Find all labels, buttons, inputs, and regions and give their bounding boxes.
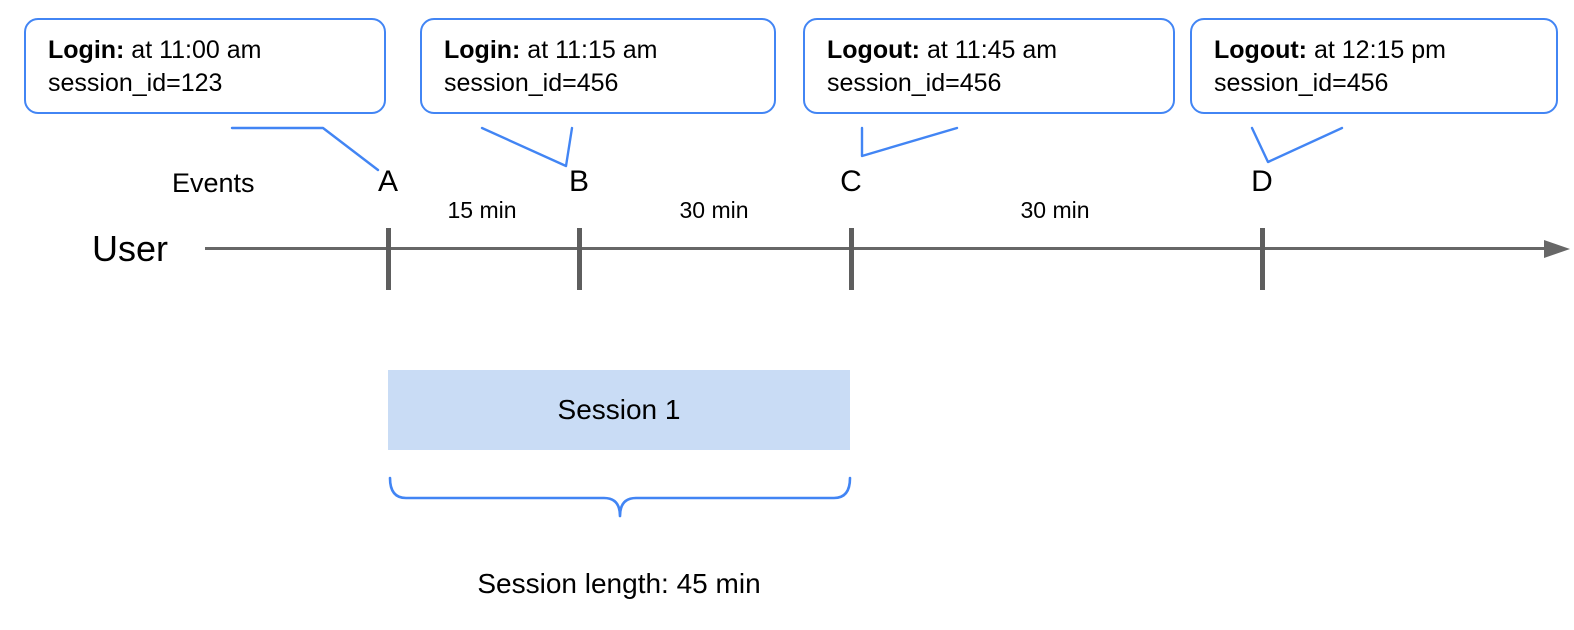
callout-d-session: session_id=456 [1214,69,1389,97]
interval-label-cd: 30 min [1020,197,1090,223]
callout-c-time: at 11:45 am [920,36,1058,64]
callout-b-line1: Login: at 11:15 am [444,34,758,67]
callout-c-line1: Logout: at 11:45 am [827,34,1157,67]
events-row-label: Events [172,168,255,198]
callout-b-time: at 11:15 am [520,36,658,64]
marker-label-c: C [840,165,862,198]
callout-b-session: session_id=456 [444,69,619,97]
callout-b-type: Login: [444,36,521,64]
callout-tail-d [1250,126,1344,164]
timeline-axis [205,247,1550,250]
marker-label-d: D [1251,165,1273,198]
callout-d-type: Logout: [1214,36,1308,64]
session-brace [388,476,852,518]
callout-c-type: Logout: [827,36,921,64]
tick-a [386,228,391,290]
callout-c-session: session_id=456 [827,69,1002,97]
tick-c [849,228,854,290]
callout-a-time: at 11:00 am [124,36,262,64]
callout-d-time: at 12:15 pm [1307,36,1446,64]
user-row-label: User [92,228,169,269]
callout-tail-c [860,126,959,158]
callout-event-d: Logout: at 12:15 pm session_id=456 [1190,18,1558,114]
tick-b [577,228,582,290]
callout-d-line1: Logout: at 12:15 pm [1214,34,1540,67]
tick-d [1260,228,1265,290]
callout-event-c: Logout: at 11:45 am session_id=456 [803,18,1175,114]
session-length-caption: Session length: 45 min [477,568,761,599]
callout-a-line1: Login: at 11:00 am [48,34,368,67]
marker-label-a: A [377,165,398,198]
session-bar: Session 1 [388,370,850,450]
interval-label-ab: 15 min [447,197,517,223]
callout-a-session: session_id=123 [48,69,223,97]
marker-label-b: B [568,165,589,198]
callout-event-a: Login: at 11:00 am session_id=123 [24,18,386,114]
callout-tail-a [230,126,380,172]
callout-event-b: Login: at 11:15 am session_id=456 [420,18,776,114]
callout-tail-b [480,126,574,168]
interval-label-bc: 30 min [679,197,749,223]
session-bar-label: Session 1 [557,394,681,425]
callout-a-type: Login: [48,36,125,64]
